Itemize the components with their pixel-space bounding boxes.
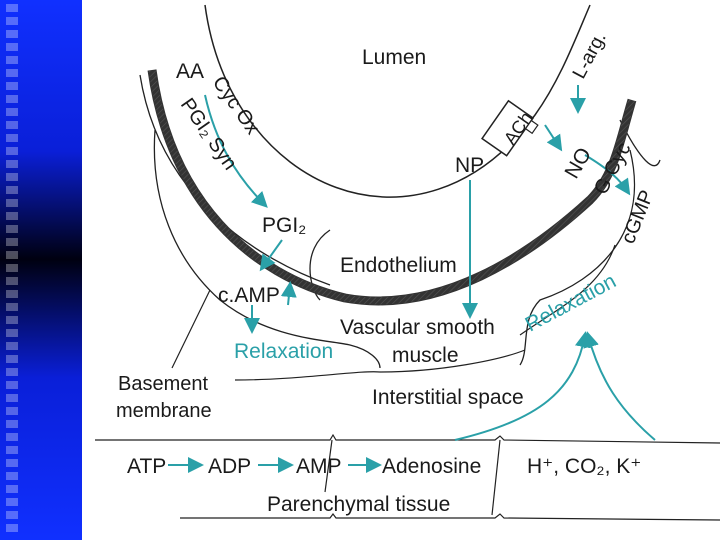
label-vascular-2: muscle [392, 344, 459, 367]
parenchymal-bottom-line [180, 513, 720, 521]
label-l-arg: L-arg. [569, 29, 611, 83]
label-pgi2: PGI₂ [262, 214, 306, 237]
pgi2-to-camp-arrow [259, 239, 283, 272]
label-amp: AMP [296, 455, 342, 478]
slide-sidebar-decoration [0, 0, 82, 540]
label-basement-2: membrane [116, 400, 212, 422]
label-adp: ADP [208, 455, 251, 478]
label-atp: ATP [127, 455, 166, 478]
label-np: NP [455, 154, 484, 177]
vessel-diagram: Lumen AA Cyc Ox PGI₂ Syn PGI₂ c.AMP Base… [90, 0, 720, 540]
label-aa: AA [176, 60, 204, 83]
label-adenosine: Adenosine [382, 455, 481, 478]
sidebar-square-pattern [6, 4, 18, 536]
label-interstitial: Interstitial space [372, 386, 524, 409]
ach-receptor [481, 99, 539, 157]
label-camp: c.AMP [218, 284, 280, 307]
label-basement-1: Basement [118, 373, 208, 395]
label-parenchymal: Parenchymal tissue [267, 493, 450, 516]
cyc-ox-arrow [204, 94, 268, 208]
ach-to-no-arrow [544, 124, 563, 152]
label-cgmp: cGMP [617, 187, 658, 247]
interstitial-bottom [234, 349, 526, 381]
gcyc-arrow [584, 154, 631, 196]
relaxation-right-layer [519, 244, 616, 336]
muscle-outer-line [153, 129, 381, 369]
label-lumen: Lumen [362, 46, 426, 69]
label-no: NO [560, 144, 596, 183]
label-relaxation-right: Relaxation [522, 270, 620, 337]
ions-to-relaxation-arrow [583, 331, 656, 441]
adenosine-to-relaxation-arrow [454, 331, 591, 441]
diagram-svg: Lumen AA Cyc Ox PGI₂ Syn PGI₂ c.AMP Base… [95, 4, 720, 521]
right-outer-line [519, 149, 636, 366]
label-relaxation-left: Relaxation [234, 340, 333, 363]
lumen-outline [204, 4, 591, 198]
label-ions: H⁺, CO₂, K⁺ [527, 455, 641, 478]
label-endothelium: Endothelium [340, 254, 457, 277]
parenchymal-top-line [95, 433, 720, 444]
basement-pointer-line [171, 289, 211, 369]
camp-up-arrow [280, 281, 297, 306]
label-g-cyc: G Cyc [590, 139, 636, 198]
label-vascular-1: Vascular smooth [340, 316, 495, 339]
endothelium-to-muscle-line [309, 229, 331, 301]
